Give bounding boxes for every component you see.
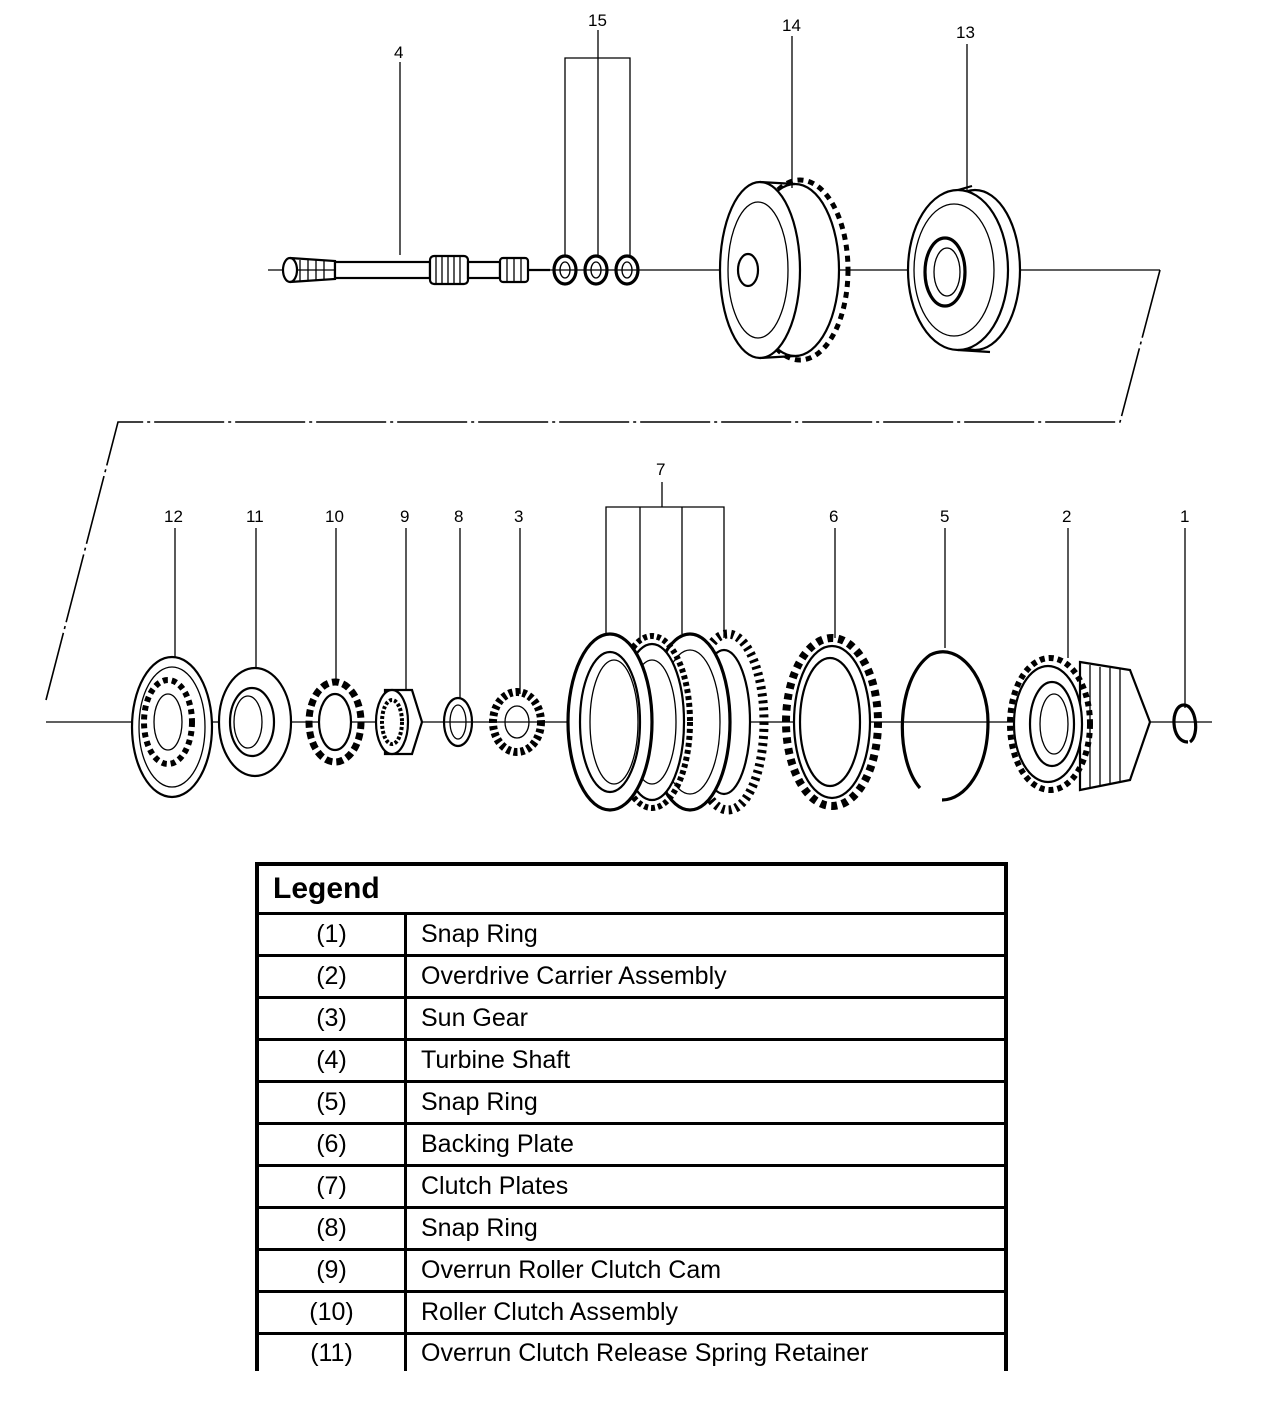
legend-number: (6): [257, 1123, 407, 1167]
legend-number: (8): [257, 1207, 407, 1251]
legend-row: (1) Snap Ring: [257, 913, 1006, 957]
legend-row: (6) Backing Plate: [257, 1123, 1006, 1167]
snap-ring-5-part: [900, 650, 990, 802]
legend-title: Legend: [257, 864, 1006, 915]
backing-plate-part: [782, 634, 882, 810]
legend-row: (2) Overdrive Carrier Assembly: [257, 955, 1006, 999]
snap-ring-8-part: [442, 696, 474, 748]
snap-ring-1-part: [1172, 703, 1198, 744]
callout-4: 4: [394, 43, 403, 62]
legend-description: Backing Plate: [405, 1123, 1006, 1167]
callout-1: 1: [1180, 507, 1189, 526]
callout-5: 5: [940, 507, 949, 526]
turbine-shaft-part: [281, 254, 550, 286]
legend-number: (10): [257, 1291, 407, 1335]
callout-7: 7: [656, 460, 665, 479]
legend-row: (11) Overrun Clutch Release Spring Retai…: [257, 1333, 1006, 1371]
clutch-plates-part: [566, 629, 769, 815]
seal-rings-part: [552, 254, 640, 286]
callout-6: 6: [829, 507, 838, 526]
callout-15: 15: [588, 11, 607, 30]
legend-number: (9): [257, 1249, 407, 1293]
callout-9: 9: [400, 507, 409, 526]
legend-number: (7): [257, 1165, 407, 1209]
legend-number: (4): [257, 1039, 407, 1083]
callout-8: 8: [454, 507, 463, 526]
assembly-connector-line: [45, 269, 1161, 701]
legend-description: Overdrive Carrier Assembly: [405, 955, 1006, 999]
callout-3: 3: [514, 507, 523, 526]
legend-row: (5) Snap Ring: [257, 1081, 1006, 1125]
legend-row: (10) Roller Clutch Assembly: [257, 1291, 1006, 1335]
legend-description: Snap Ring: [405, 1081, 1006, 1125]
legend-description: Snap Ring: [405, 913, 1006, 957]
legend-number: (2): [257, 955, 407, 999]
callout-10: 10: [325, 507, 344, 526]
spring-retainer-part: [217, 666, 293, 778]
callout-2: 2: [1062, 507, 1071, 526]
callout-11: 11: [246, 507, 264, 526]
roller-clutch-part: [305, 678, 365, 766]
leader-7: [605, 482, 725, 640]
legend-description: Roller Clutch Assembly: [405, 1291, 1006, 1335]
legend-description: Overrun Clutch Release Spring Retainer: [421, 1338, 869, 1367]
thrust-bearing-part: [130, 655, 214, 799]
legend-row: (9) Overrun Roller Clutch Cam: [257, 1249, 1006, 1293]
legend-row: (7) Clutch Plates: [257, 1165, 1006, 1209]
legend-number: (5): [257, 1081, 407, 1125]
roller-clutch-cam-part: [374, 688, 424, 756]
overdrive-carrier-part: [1007, 655, 1152, 793]
overrun-clutch-housing-part: [718, 177, 851, 363]
piston-housing-part: [906, 184, 1022, 354]
callout-14: 14: [782, 16, 801, 35]
legend-description: Clutch Plates: [405, 1165, 1006, 1209]
callout-13: 13: [956, 23, 975, 42]
legend-number: (3): [257, 997, 407, 1041]
legend-row: (4) Turbine Shaft: [257, 1039, 1006, 1083]
leader-15: [564, 30, 631, 255]
legend-row: (8) Snap Ring: [257, 1207, 1006, 1251]
legend-description: Sun Gear: [405, 997, 1006, 1041]
legend-description: Turbine Shaft: [405, 1039, 1006, 1083]
legend-header-row: Legend: [257, 864, 1006, 915]
sun-gear-part: [489, 688, 545, 756]
legend-row: (3) Sun Gear: [257, 997, 1006, 1041]
callout-12: 12: [164, 507, 183, 526]
legend-description: Overrun Roller Clutch Cam: [405, 1249, 1006, 1293]
legend-number: (1): [257, 913, 407, 957]
legend-number: (11): [257, 1333, 407, 1371]
exploded-parts-diagram: 4 15 14 13 12: [45, 11, 1212, 815]
legend-table: Legend (1) Snap Ring (2) Overdrive Carri…: [255, 862, 1008, 1371]
legend-description: Snap Ring: [405, 1207, 1006, 1251]
